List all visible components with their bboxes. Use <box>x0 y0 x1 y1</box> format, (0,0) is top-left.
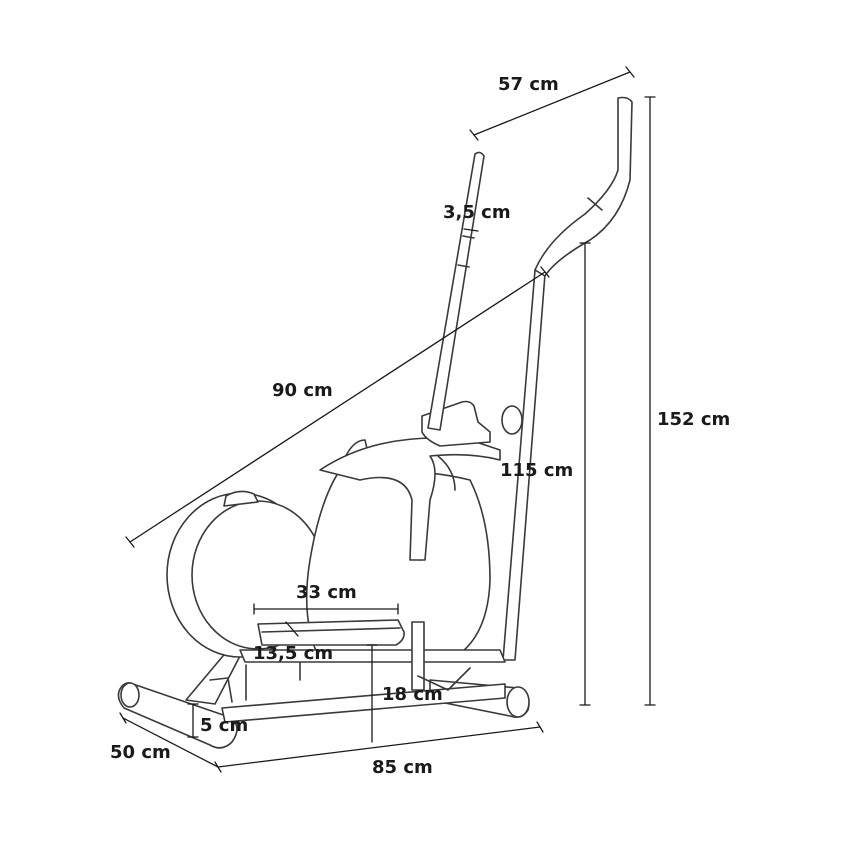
label-pedal-length: 33 cm <box>296 582 357 603</box>
front-strut <box>417 667 471 691</box>
label-base-length: 85 cm <box>372 757 433 778</box>
console-arm-detail <box>437 455 456 491</box>
dim-tick <box>469 129 479 141</box>
label-width-top: 57 cm <box>498 74 559 95</box>
elliptical-trainer <box>117 96 633 749</box>
rear-foot <box>117 682 238 749</box>
dim-line-diagonal <box>129 271 546 543</box>
label-base-width: 50 cm <box>110 742 171 763</box>
base-struts <box>245 659 301 701</box>
rear-support-brace <box>209 677 233 703</box>
dim-line-tube <box>463 228 479 232</box>
dim-line-width-top <box>473 71 631 136</box>
label-total-height: 152 cm <box>657 409 730 430</box>
rear-support <box>185 649 241 705</box>
dimension-labels: 57 cm 3,5 cm 152 cm 90 cm 115 cm 33 cm 1… <box>110 74 730 778</box>
dim-tick <box>540 266 550 278</box>
pedal-post <box>411 621 425 691</box>
flywheel-top <box>223 490 259 507</box>
dim-line-base-width <box>122 717 219 768</box>
handlebar-joint <box>587 197 603 211</box>
dim-tick <box>119 712 127 724</box>
label-pedal-width: 13,5 cm <box>253 643 333 664</box>
dim-tick <box>214 761 222 773</box>
arm-grip-bands <box>457 235 475 268</box>
pedal <box>257 619 405 646</box>
dimension-lines <box>119 66 656 773</box>
dim-tick <box>536 721 544 733</box>
console-knob <box>501 405 523 435</box>
label-handle-height: 115 cm <box>500 460 573 481</box>
rear-foot-cap <box>120 682 140 708</box>
dim-tick <box>125 536 135 548</box>
dim-line-pedal-width <box>285 621 299 637</box>
upper-handlebar <box>534 96 633 277</box>
console-arm <box>319 437 501 561</box>
base-rail <box>221 683 506 723</box>
label-tube-diameter: 3,5 cm <box>443 202 511 223</box>
dim-line-base-length <box>217 726 541 768</box>
label-foot-height: 5 cm <box>200 715 248 736</box>
moving-arm <box>427 151 485 431</box>
label-diagonal-length: 90 cm <box>272 380 333 401</box>
label-pedal-height: 18 cm <box>382 684 443 705</box>
pedal-edge <box>261 627 401 633</box>
dim-tick <box>625 66 635 78</box>
front-foot-cap <box>506 686 530 718</box>
